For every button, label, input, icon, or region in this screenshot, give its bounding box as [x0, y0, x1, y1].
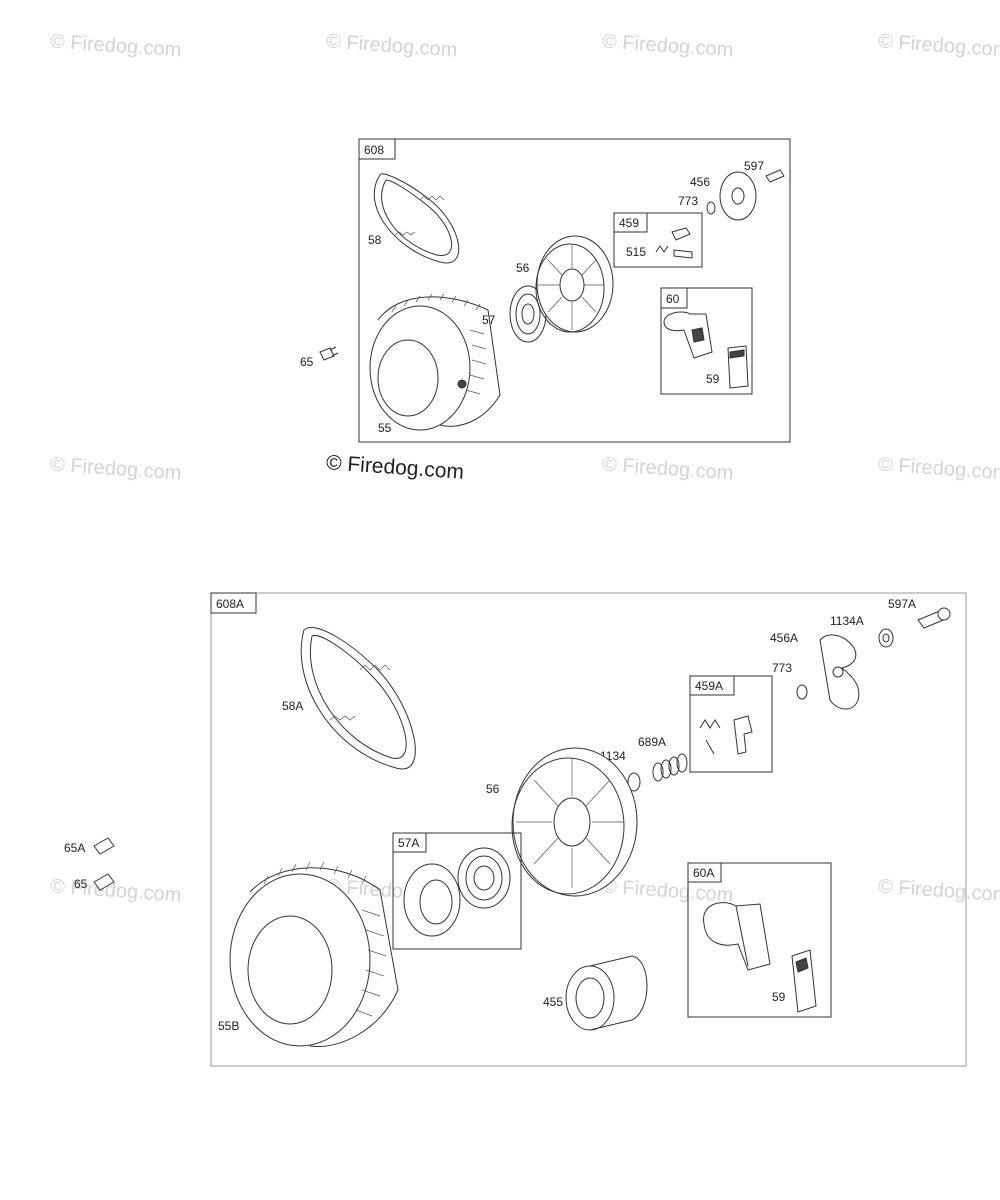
part-59-insert[interactable] — [791, 949, 817, 1013]
part-58-spring[interactable] — [373, 173, 460, 264]
part-597A-screw[interactable] — [917, 607, 951, 629]
part-459-pawl[interactable] — [671, 227, 693, 259]
assembly-label-459A: 459A — [695, 679, 723, 693]
part-65-screw[interactable] — [319, 346, 339, 361]
assembly-label-608: 608 — [364, 143, 384, 157]
label-65A: 65A — [64, 841, 85, 855]
label-56: 56 — [516, 261, 530, 275]
assembly-459: 459 515 — [613, 212, 703, 268]
part-689A-spring[interactable] — [652, 753, 688, 782]
label-597: 597 — [744, 159, 764, 173]
label-1134A: 1134A — [830, 614, 864, 628]
label-773: 773 — [678, 194, 698, 208]
part-60A-handle[interactable] — [703, 902, 771, 971]
part-65-screw[interactable] — [93, 873, 115, 891]
assembly-box-608A — [210, 592, 967, 1067]
part-57A-spring-cup[interactable] — [403, 863, 461, 937]
label-515: 515 — [626, 245, 646, 259]
part-65A-screw[interactable] — [93, 837, 115, 855]
label-57: 57 — [482, 313, 496, 327]
assembly-label-60A: 60A — [693, 866, 714, 880]
part-597-screw[interactable] — [765, 169, 785, 183]
part-56-pulley[interactable] — [535, 235, 614, 333]
part-55B-housing[interactable] — [229, 861, 399, 1047]
label-58A: 58A — [282, 699, 303, 713]
part-773-washer[interactable] — [796, 684, 808, 700]
part-773-washer[interactable] — [706, 201, 716, 215]
assembly-60A: 60A 59 — [687, 862, 832, 1018]
label-65: 65 — [300, 355, 314, 369]
label-455: 455 — [543, 995, 563, 1009]
part-57A-rewind-spring[interactable] — [457, 847, 511, 909]
assembly-label-60: 60 — [666, 292, 680, 306]
part-56-pulley[interactable] — [511, 747, 638, 897]
assembly-459A: 459A — [689, 675, 773, 773]
label-456: 456 — [690, 175, 710, 189]
assembly-label-57A: 57A — [398, 836, 419, 850]
label-59: 59 — [706, 372, 720, 386]
part-55-housing[interactable] — [369, 293, 501, 431]
label-689A: 689A — [638, 735, 666, 749]
label-456A: 456A — [770, 631, 798, 645]
label-773: 773 — [772, 661, 792, 675]
part-459A-pawl[interactable] — [733, 715, 753, 755]
part-59-insert[interactable] — [727, 345, 749, 389]
part-1134A-washer[interactable] — [878, 628, 894, 648]
part-456-retainer[interactable] — [719, 171, 757, 221]
diagram-608: 608 58 55 65 57 — [300, 138, 791, 443]
assembly-label-459: 459 — [619, 216, 639, 230]
label-58: 58 — [368, 233, 382, 247]
part-455-starter-cup[interactable] — [565, 955, 648, 1031]
label-55: 55 — [378, 421, 392, 435]
assembly-label-608A: 608A — [216, 597, 244, 611]
part-515-spring[interactable] — [655, 245, 669, 253]
label-55B: 55B — [218, 1019, 239, 1033]
assembly-57A: 57A — [392, 832, 522, 950]
part-459A-spring[interactable] — [699, 719, 721, 755]
assembly-box-608 — [358, 138, 791, 443]
label-59: 59 — [772, 990, 786, 1004]
label-56: 56 — [486, 782, 500, 796]
assembly-60: 60 59 — [660, 287, 753, 395]
diagram-608A: 608A 58A 597A 1134A 456A — [64, 592, 967, 1067]
part-456A-retainer-plate[interactable] — [819, 634, 860, 710]
label-597A: 597A — [888, 597, 916, 611]
label-65: 65 — [74, 877, 88, 891]
part-58A-spring[interactable] — [300, 627, 416, 770]
part-1134-washer[interactable] — [627, 772, 641, 792]
part-60-handle[interactable] — [663, 311, 713, 359]
